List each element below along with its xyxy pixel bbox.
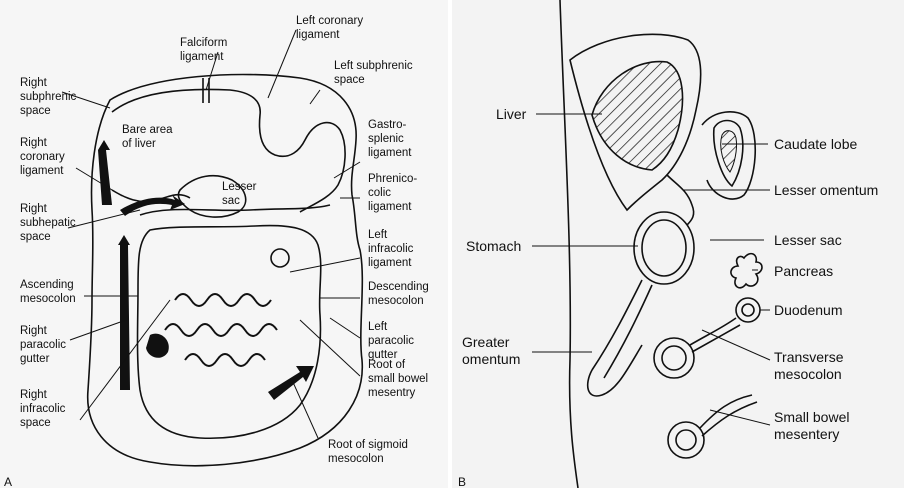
duodenum-outer (736, 298, 760, 322)
greater-omentum-fold (588, 280, 652, 396)
duodenum-inner (742, 304, 754, 316)
caudate-lobe-hatched (721, 131, 737, 172)
label-lesser-omentum: Lesser omentum (774, 182, 878, 198)
liver-border (112, 89, 345, 212)
panel-letter-a: A (4, 475, 12, 488)
label-lesser-sac: Lesser sac (774, 232, 842, 248)
anterior-abdominal-wall (560, 0, 578, 488)
label-duodenum: Duodenum (774, 302, 843, 318)
panel-b-diagram: Liver Caudate lobe Lesser omentum Stomac… (452, 0, 904, 488)
label-liver: Liver (496, 106, 527, 122)
dj-flexure-loop (271, 249, 289, 267)
small-bowel-mesentery-root (165, 294, 277, 366)
transverse-colon-outer (654, 338, 694, 378)
stomach-outer (634, 212, 694, 284)
transverse-mesocolon-line (690, 318, 740, 352)
cecum-fill (146, 334, 169, 358)
label-stomach: Stomach (466, 238, 521, 254)
small-bowel-outer (668, 422, 704, 458)
panel-a-leader-lines (62, 30, 360, 438)
infracolic-compartment (138, 226, 321, 439)
pancreas-shape (731, 254, 762, 288)
liver-hatched (592, 62, 683, 170)
label-caudate-lobe: Caudate lobe (774, 136, 858, 152)
small-bowel-mesentery-line (700, 395, 757, 436)
panel-b-sagittal-section: Liver Caudate lobe Lesser omentum Stomac… (452, 0, 904, 488)
arrow-right-subphrenic (98, 140, 112, 205)
panel-letter-b: B (458, 475, 466, 488)
stomach-inner (642, 220, 686, 276)
label-pancreas: Pancreas (774, 263, 833, 279)
transverse-colon-inner (662, 346, 686, 370)
small-bowel-inner (676, 430, 696, 450)
